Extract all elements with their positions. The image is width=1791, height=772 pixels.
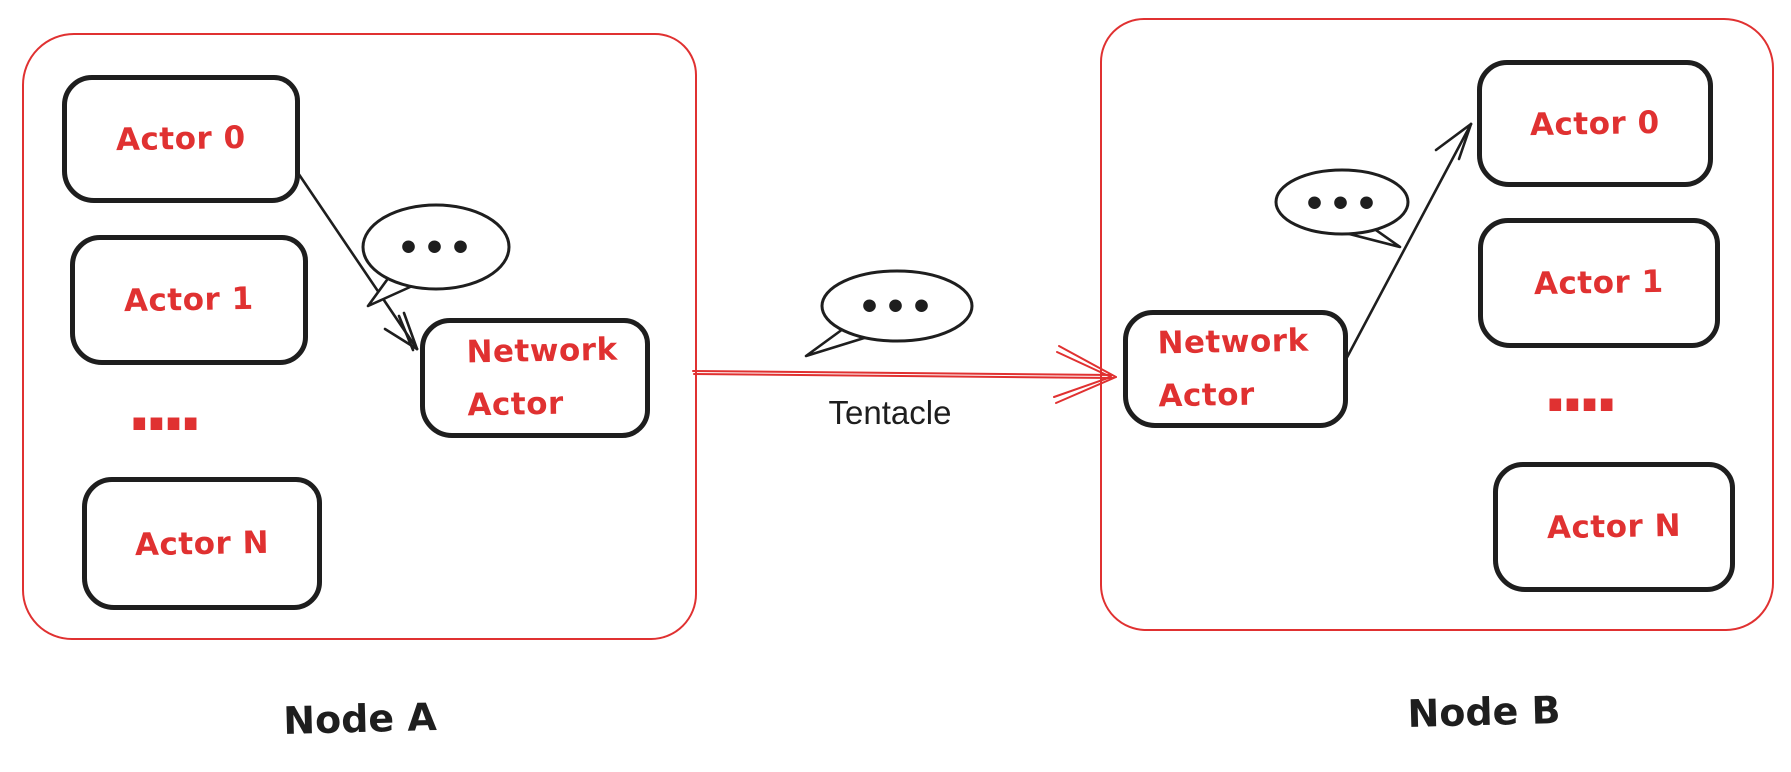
node-b-actor-n-label: Actor N [1546,507,1682,547]
node-b-container [1100,18,1774,631]
node-a-actor-n-label: Actor N [134,524,270,563]
node-b-network-actor-box: Network Actor [1123,310,1348,428]
node-a-actor-0-box: Actor 0 [62,75,300,203]
node-a-actor-n-box: Actor N [82,477,322,610]
speech-bubble-b-dots: ••• [1302,183,1382,225]
node-a-network-actor-label: Network Actor [466,332,618,424]
node-b-actor-1-box: Actor 1 [1478,218,1720,348]
node-a-network-actor-box: Network Actor [420,318,650,438]
node-a-actor-1-label: Actor 1 [123,280,255,320]
tentacle-label: Tentacle [828,394,952,431]
node-b-network-actor-label: Network Actor [1157,323,1309,415]
node-b-actor-0-box: Actor 0 [1477,60,1713,187]
node-a-container [22,33,697,640]
node-a-actor-1-box: Actor 1 [70,235,308,365]
node-a-actor-0-label: Actor 0 [115,119,247,159]
node-a-ellipsis: .... [126,368,204,446]
speech-bubble-a-dots: ••• [396,227,476,269]
node-b-actor-1-label: Actor 1 [1533,263,1665,303]
speech-bubble-tentacle-dots: ••• [857,286,937,328]
node-b-actor-n-box: Actor N [1493,462,1735,592]
node-b-actor-0-label: Actor 0 [1529,104,1661,143]
node-a-label: Node A [282,694,438,744]
node-b-label: Node B [1406,688,1562,736]
node-b-ellipsis: .... [1542,349,1620,427]
